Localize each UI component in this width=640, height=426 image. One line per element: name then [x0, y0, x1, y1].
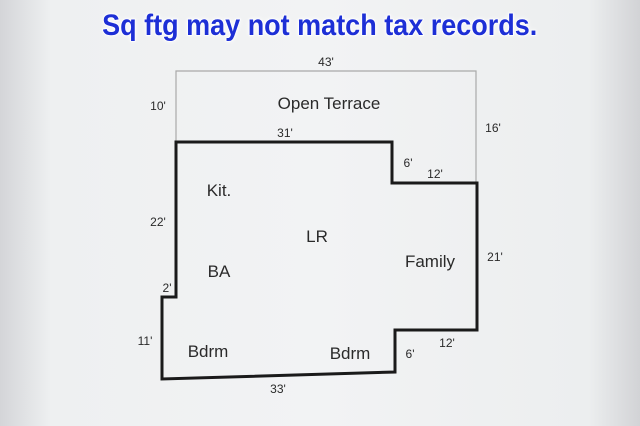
- terrace-left-dimension: 10': [150, 99, 166, 113]
- bedroom-right-label: Bdrm: [330, 344, 371, 363]
- kitchen-label: Kit.: [207, 181, 232, 200]
- step-horizontal-dimension: 12': [427, 167, 443, 181]
- disclaimer-text: Sq ftg may not match tax records.: [102, 8, 538, 43]
- family-right-dimension: 21': [487, 250, 503, 264]
- house-outline: [160, 140, 479, 381]
- bedroom-left-label: Bdrm: [188, 342, 229, 361]
- lower-step-horizontal-dimension: 12': [439, 336, 455, 350]
- living-room-label: LR: [306, 227, 328, 246]
- right-outer-dimension: 16': [485, 121, 501, 135]
- left-upper-dimension: 22': [150, 215, 166, 229]
- disclaimer-banner: Sq ftg may not match tax records.: [0, 4, 640, 48]
- family-label: Family: [405, 252, 456, 271]
- bath-label: BA: [208, 262, 231, 281]
- interior-top-dimension: 31': [277, 126, 293, 140]
- bottom-dimension: 33': [270, 382, 286, 396]
- terrace-outline: [175, 70, 477, 183]
- left-lower-dimension: 11': [138, 334, 153, 348]
- lower-step-vertical-dimension: 6': [406, 347, 415, 361]
- left-jog-dimension: 2': [163, 281, 172, 295]
- terrace-label: Open Terrace: [278, 94, 381, 113]
- terrace-top-dimension: 43': [318, 55, 334, 69]
- step-vertical-dimension: 6': [404, 156, 413, 170]
